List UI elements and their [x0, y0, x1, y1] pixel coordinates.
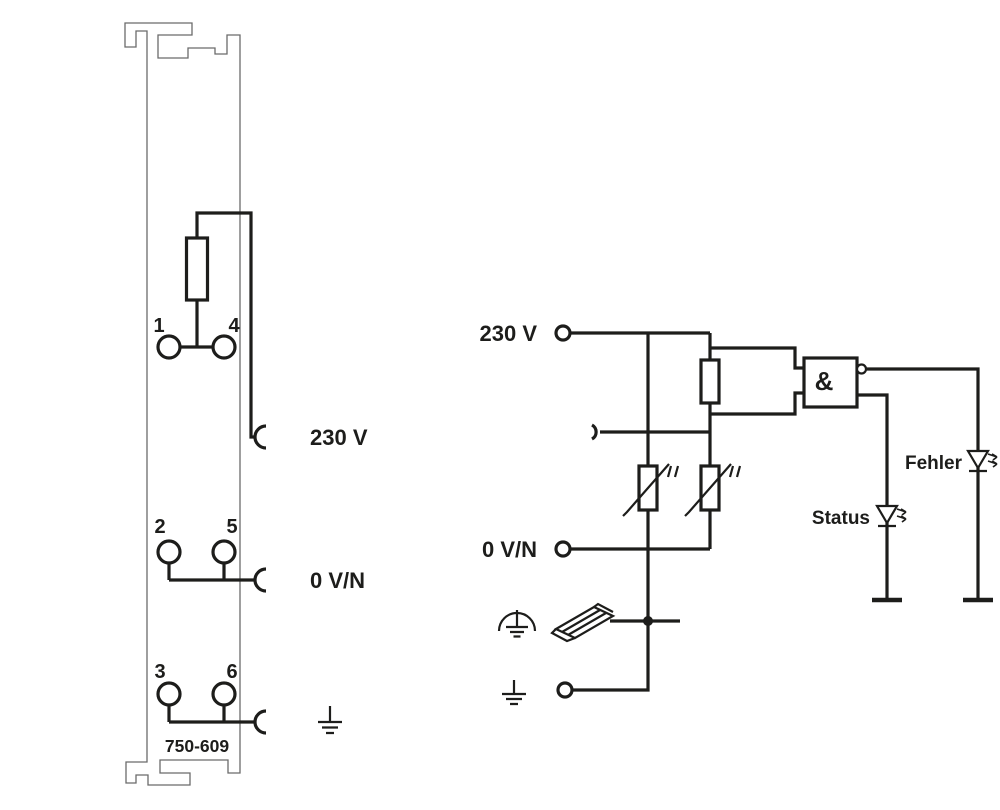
varistor-left-icon — [622, 463, 680, 517]
din-rail-icon — [550, 602, 616, 643]
module-230v-label: 230 V — [310, 425, 368, 450]
terminal-6-contact — [211, 681, 237, 707]
part-number-label: 750-609 — [165, 736, 229, 756]
terminal-4-number: 4 — [228, 315, 240, 337]
schematic-wiring — [570, 331, 980, 692]
module-0vn-label: 0 V/N — [310, 568, 365, 593]
status-led-label: Status — [812, 508, 870, 529]
terminal-2-contact — [156, 539, 182, 565]
terminal-3-number: 3 — [154, 661, 165, 683]
terminal-2-number: 2 — [154, 516, 165, 538]
terminal-4-contact — [211, 334, 237, 360]
terminal-5-number: 5 — [226, 516, 237, 538]
input-230v-terminal — [554, 324, 572, 342]
schematic-jumper-contact-icon — [591, 423, 598, 441]
and-gate-inverter-bubble — [855, 363, 868, 375]
earth-ground-icon-schematic — [502, 680, 526, 706]
earth-ground-icon — [318, 706, 342, 735]
fehler-led-icon — [966, 449, 998, 473]
module-side-view: 1 4 2 5 3 6 230 V 0 V/N 750-609 — [124, 22, 368, 786]
circuit-schematic: & — [480, 321, 998, 706]
input-earth-terminal — [556, 681, 574, 699]
terminal-5-contact — [211, 539, 237, 565]
status-led-icon — [875, 504, 907, 528]
jumper-contact-earth-icon — [253, 709, 267, 735]
fehler-led-label: Fehler — [905, 453, 963, 474]
schematic-0vn-label: 0 V/N — [482, 537, 537, 562]
functional-earth-icon — [497, 610, 537, 638]
input-0vn-terminal — [554, 540, 572, 558]
junction-dot — [643, 616, 653, 626]
varistor-right-icon — [684, 463, 742, 517]
module-housing-outline — [124, 22, 241, 786]
fuse-icon — [184, 236, 210, 302]
module-internal-wiring — [167, 211, 255, 724]
jumper-contact-0vn-icon — [253, 567, 267, 593]
jumper-contact-230v-icon — [253, 424, 267, 450]
terminal-6-number: 6 — [226, 661, 237, 683]
terminal-1-number: 1 — [153, 315, 164, 337]
and-gate: & — [802, 356, 868, 409]
terminal-1-contact — [156, 334, 182, 360]
schematic-fuse-icon — [699, 358, 721, 405]
and-gate-label: & — [815, 366, 834, 396]
schematic-230v-label: 230 V — [480, 321, 538, 346]
and-gate-box — [802, 356, 859, 409]
terminal-3-contact — [156, 681, 182, 707]
